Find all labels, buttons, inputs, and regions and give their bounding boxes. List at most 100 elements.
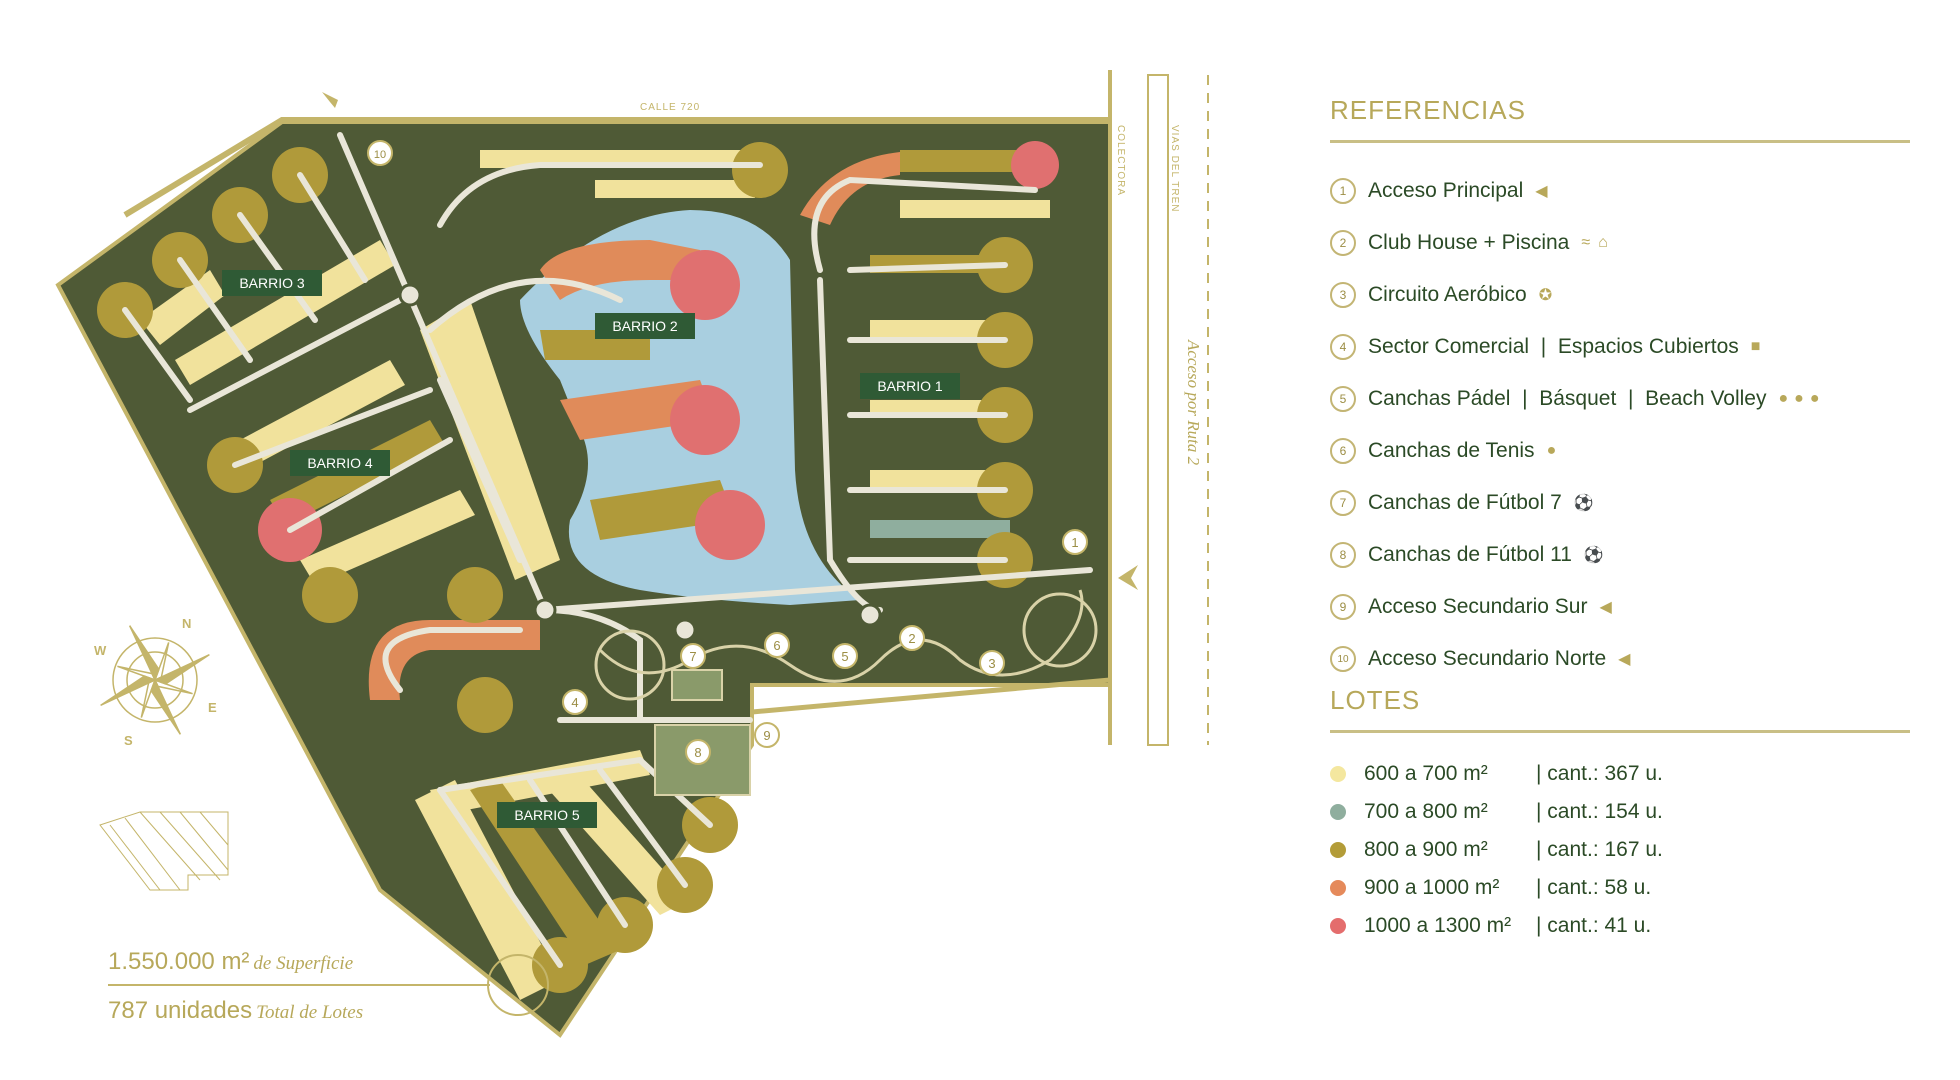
svg-text:BARRIO 3: BARRIO 3	[239, 275, 305, 291]
swimmer-icon: ≈	[1581, 234, 1591, 251]
legend-label: Canchas de Tenis	[1368, 439, 1535, 462]
roundabouts	[398, 283, 882, 642]
circuit-ring	[1022, 592, 1098, 668]
street-label-top: CALLE 720	[640, 102, 700, 113]
lot-swatch	[1330, 880, 1346, 896]
arrow-icon: ◀	[1599, 599, 1612, 616]
svg-text:2: 2	[908, 631, 915, 646]
legend-label: Acceso Principal	[1368, 179, 1524, 202]
legend-number: 3	[1330, 282, 1356, 308]
svg-text:4: 4	[571, 695, 578, 710]
marker-10: 10	[367, 140, 393, 166]
lot-range: 1000 a 1300 m²	[1364, 914, 1512, 937]
main-access-arrow-icon	[1118, 565, 1138, 590]
lots-title: LOTES	[1330, 685, 1421, 715]
boundary-line	[123, 117, 1110, 218]
svg-text:10: 10	[374, 149, 386, 161]
lot-range: 900 a 1000 m²	[1364, 876, 1500, 899]
lot-row: 1000 a 1300 m² | cant.: 41 u.	[1330, 907, 1910, 945]
lot-count: | cant.: 58 u.	[1536, 876, 1652, 899]
lot-row: 600 a 700 m²| cant.: 367 u.	[1330, 755, 1910, 793]
train-tracks	[1147, 74, 1169, 746]
barrio-5-tag: BARRIO 5	[497, 802, 597, 828]
compass-n: N	[182, 616, 191, 631]
units-value: 787 unidades	[108, 997, 253, 1024]
ball-icon: ●	[1794, 390, 1804, 407]
north-access-arrow-icon	[322, 92, 338, 108]
marker-9: 9	[754, 722, 780, 748]
legend-item-1: 1 Acceso Principal ◀	[1330, 165, 1910, 217]
surface-label: de Superficie	[253, 953, 354, 974]
svg-text:5: 5	[841, 649, 848, 664]
marker-6: 6	[764, 632, 790, 658]
svg-text:BARRIO 1: BARRIO 1	[877, 378, 943, 394]
tennis-ball-icon: ●	[1546, 442, 1557, 459]
legend-number: 9	[1330, 594, 1356, 620]
lot-count: | cant.: 41 u.	[1536, 914, 1652, 937]
football-7-fields	[671, 669, 723, 701]
marker-7: 7	[680, 643, 706, 669]
legend-item-6: 6 Canchas de Tenis ●	[1330, 425, 1910, 477]
street-label-train: VIAS DEL TREN	[1169, 125, 1180, 212]
legend-number: 7	[1330, 490, 1356, 516]
units-label: Total de Lotes	[256, 1002, 364, 1023]
lot-row: 800 a 900 m² | cant.: 167 u.	[1330, 831, 1910, 869]
svg-text:7: 7	[689, 649, 696, 664]
legend-label: Canchas de Fútbol 7	[1368, 491, 1562, 514]
lot-count: | cant.: 154 u.	[1536, 800, 1663, 823]
legend-label: Acceso Secundario Sur	[1368, 595, 1588, 618]
legend-title: REFERENCIAS	[1330, 95, 1526, 125]
bag-icon: ■	[1750, 338, 1761, 355]
marker-2: 2	[899, 625, 925, 651]
lot-swatch	[1330, 842, 1346, 858]
compass-s: S	[124, 733, 133, 748]
legend-divider	[1330, 140, 1910, 143]
lot-row: 700 a 800 m² | cant.: 154 u.	[1330, 793, 1910, 831]
marker-3: 3	[979, 650, 1005, 676]
barrio-1-tag: BARRIO 1	[860, 373, 960, 399]
lot-swatch	[1330, 766, 1346, 782]
marker-5: 5	[832, 643, 858, 669]
units-summary: 787 unidades Total de Lotes	[108, 997, 363, 1025]
legend-item-10: 10 Acceso Secundario Norte ◀	[1330, 633, 1910, 685]
legend-number: 1	[1330, 178, 1356, 204]
legend-number: 10	[1330, 646, 1356, 672]
lot-range: 700 a 800 m²	[1364, 800, 1488, 823]
svg-text:BARRIO 5: BARRIO 5	[514, 807, 580, 823]
legend-number: 2	[1330, 230, 1356, 256]
marker-4: 4	[562, 689, 588, 715]
legend-item-9: 9 Acceso Secundario Sur ◀	[1330, 581, 1910, 633]
street-label-collector: COLECTORA	[1115, 125, 1126, 196]
circuit-ring	[594, 629, 666, 701]
svg-text:BARRIO 2: BARRIO 2	[612, 318, 678, 334]
barrio-4-tag: BARRIO 4	[290, 450, 390, 476]
lot-row: 900 a 1000 m² | cant.: 58 u.	[1330, 869, 1910, 907]
legend-number: 5	[1330, 386, 1356, 412]
lot-count: | cant.: 167 u.	[1536, 838, 1663, 861]
compass-e: E	[208, 700, 217, 715]
marker-8: 8	[685, 739, 711, 765]
barrio-2-tag: BARRIO 2	[595, 313, 695, 339]
legend-number: 6	[1330, 438, 1356, 464]
runner-icon: ✪	[1538, 287, 1553, 304]
legend-label: Acceso Secundario Norte	[1368, 647, 1607, 670]
arrow-icon: ◀	[1618, 651, 1631, 668]
legend-label: Canchas de Fútbol 11	[1368, 543, 1572, 566]
svg-text:1: 1	[1071, 535, 1078, 550]
lot-swatch	[1330, 918, 1346, 934]
route-label: Acceso por Ruta 2	[1184, 339, 1203, 466]
arrow-icon: ◀	[1535, 183, 1548, 200]
legend-label: Sector Comercial | Espacios Cubiertos	[1368, 335, 1739, 358]
svg-text:8: 8	[694, 745, 701, 760]
lots-divider	[1330, 730, 1910, 733]
house-icon: ⌂	[1598, 234, 1608, 251]
lot-range: 800 a 900 m²	[1364, 838, 1488, 861]
soccer-ball-icon: ⚽	[1573, 495, 1594, 512]
lot-count: | cant.: 367 u.	[1536, 762, 1663, 785]
